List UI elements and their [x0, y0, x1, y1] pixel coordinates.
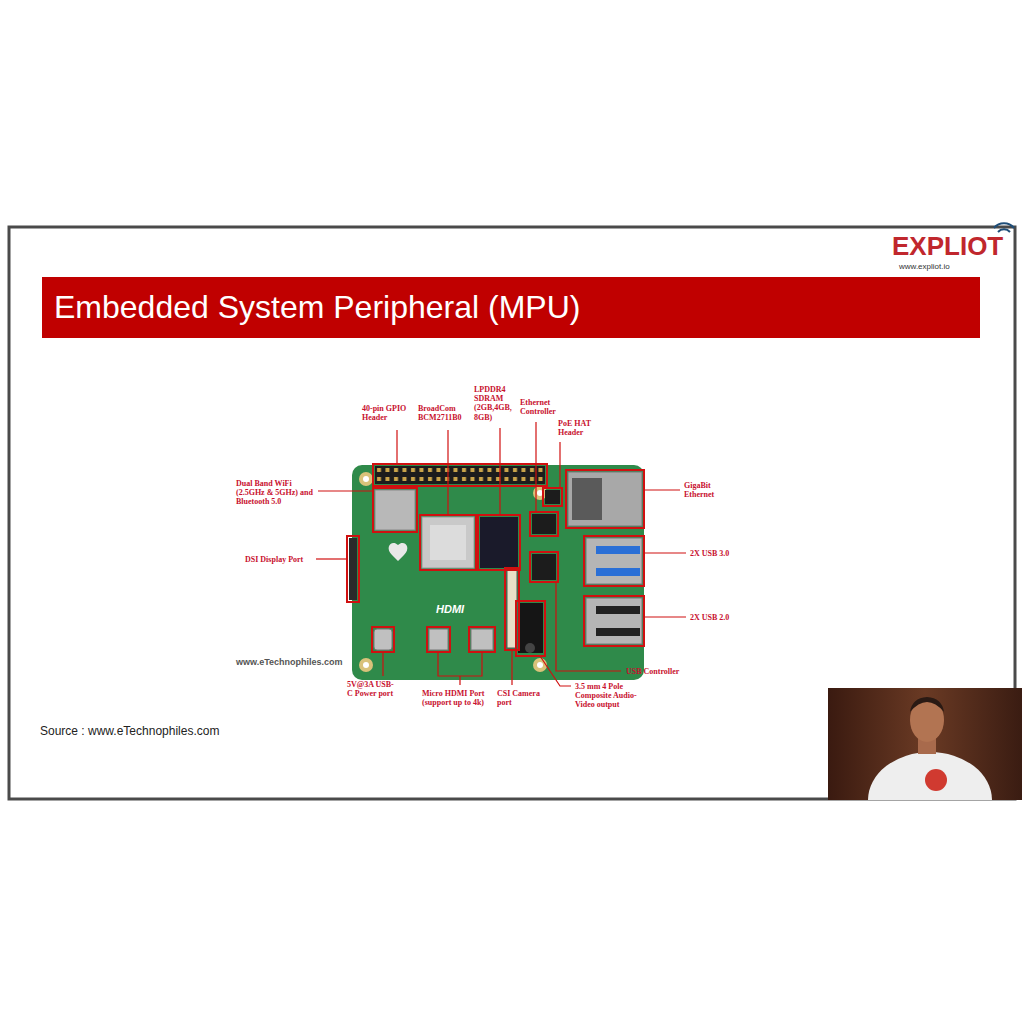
usb2-port [586, 598, 642, 644]
leader-line [499, 428, 500, 515]
leader-line [316, 558, 347, 559]
highlight-box [584, 536, 644, 586]
leader-bracket [438, 652, 482, 685]
soc-lid [430, 525, 466, 560]
leader-line [511, 650, 512, 685]
micro-hdmi-port [471, 629, 493, 650]
webcam-inset [828, 688, 1022, 800]
soc-chip [422, 517, 474, 568]
usb3-tongue [596, 568, 640, 576]
usb3-port [586, 538, 642, 584]
part-label: 5V@3A USB-C Power port [347, 680, 399, 698]
highlight-box [469, 627, 495, 652]
leader-line [559, 442, 560, 488]
highlight-boxes [347, 464, 644, 656]
title-band [42, 277, 980, 338]
presenter-hair [910, 697, 944, 712]
part-label: Micro HDMI Port (support up to 4k) [422, 689, 494, 707]
image-watermark: www.eTechnophiles.com [236, 658, 343, 668]
ethernet-controller-chip [532, 514, 556, 534]
usb-controller-chip [532, 554, 556, 580]
part-label: BroadCom BCM2711B0 [418, 404, 470, 422]
logo-wordmark: EXPLIOT [892, 232, 1003, 261]
highlight-box [427, 627, 450, 652]
leader-line [644, 489, 680, 490]
usb3-tongue [596, 546, 640, 554]
logo-waves [994, 223, 1014, 232]
part-label: 3.5 mm 4 Pole Composite Audio-Video outp… [575, 682, 649, 710]
leader-line [318, 490, 373, 491]
part-label: CSI Camera port [497, 689, 543, 707]
highlight-box [566, 470, 644, 528]
slide-title: Embedded System Peripheral (MPU) [54, 289, 580, 326]
part-label: 2X USB 3.0 [690, 549, 729, 558]
leader-line [556, 582, 621, 671]
audio-jack [518, 603, 543, 653]
jack-hole [525, 643, 535, 653]
presenter-head [910, 698, 944, 742]
highlight-box [543, 488, 562, 506]
part-label: PoE HAT Header [558, 419, 600, 437]
raspberry-logo [389, 543, 408, 561]
presenter-shirt [868, 752, 992, 800]
poe-header [545, 490, 560, 504]
part-label: DSI Display Port [245, 555, 303, 564]
highlight-box [530, 552, 558, 582]
part-label: 2X USB 2.0 [690, 613, 729, 622]
usb2-tongue [596, 606, 640, 614]
highlight-box [478, 515, 520, 570]
part-label: GigaBit Ethernet [684, 481, 728, 499]
highlight-box [372, 627, 394, 652]
leader-lines [316, 422, 686, 686]
usb2-tongue [596, 628, 640, 636]
shirt-logo [925, 769, 947, 791]
wifi-module [375, 490, 415, 530]
dsi-connector [349, 538, 357, 600]
micro-hdmi-port [429, 629, 448, 650]
source-note: Source : www.eTechnophiles.com [40, 724, 219, 738]
leader-line [644, 616, 686, 617]
gpio-header [375, 466, 545, 484]
highlight-box [373, 464, 547, 486]
leader-line [535, 422, 536, 512]
part-label: LPDDR4 SDRAM (2GB,4GB, 8GB) [474, 385, 519, 422]
highlight-box [530, 512, 558, 536]
part-label: Dual Band WiFi (2.5GHz & 5GHz) and Bluet… [236, 479, 314, 507]
leader-line [447, 430, 448, 515]
board-print: HDMI [436, 603, 464, 615]
gpio-pins [375, 466, 545, 484]
highlight-box [373, 488, 417, 532]
mounting-hole [359, 472, 373, 486]
hole [363, 476, 369, 482]
leader-line [540, 656, 571, 686]
ethernet-port [568, 472, 642, 526]
logo-url: www.expliot.io [899, 263, 950, 272]
leader-line [396, 430, 397, 464]
highlight-box [584, 596, 644, 646]
highlight-box [516, 601, 545, 656]
mounting-hole [533, 658, 547, 672]
part-label: Ethernet Controller [520, 398, 564, 416]
mounting-hole [359, 658, 373, 672]
hole [363, 662, 369, 668]
usb-c-port [374, 629, 392, 650]
hole [537, 662, 543, 668]
leader-line [382, 652, 383, 676]
part-label: USB Controller [626, 667, 679, 676]
highlight-box [420, 515, 476, 570]
raspberry-pi-board [349, 465, 644, 680]
mounting-holes [359, 472, 547, 672]
highlight-box [347, 536, 359, 602]
pcb [352, 465, 644, 680]
leader-line [644, 552, 686, 553]
ram-chip [480, 517, 518, 568]
part-label: 40-pin GPIO Header [362, 404, 416, 422]
ethernet-magnetics [572, 478, 602, 520]
logo-wave [994, 223, 1014, 228]
